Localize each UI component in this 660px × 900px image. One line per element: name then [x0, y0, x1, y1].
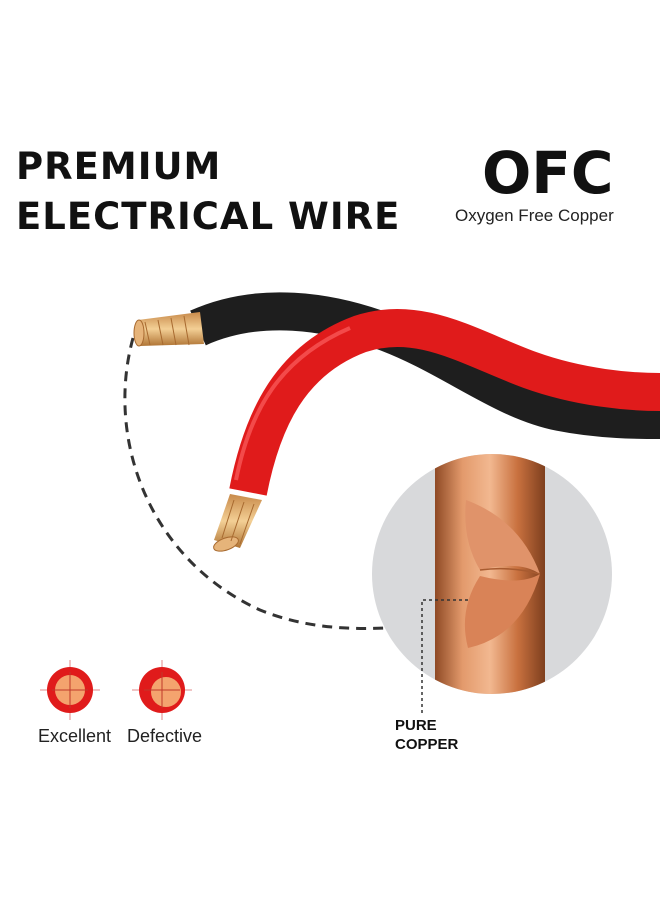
headline-line-2: ELECTRICAL WIRE	[16, 195, 401, 238]
excellent-cross-section-icon	[40, 660, 100, 720]
headline-line-1: PREMIUM	[16, 145, 222, 188]
ofc-title: OFC	[482, 139, 614, 207]
dashed-guide-line	[123, 337, 386, 630]
excellent-label: Excellent	[38, 726, 112, 746]
pure-copper-callout: PURE COPPER	[395, 716, 458, 754]
red-wire	[229, 308, 660, 496]
headline: PREMIUM ELECTRICAL WIRE	[16, 142, 400, 242]
black-wire-copper-strands	[133, 312, 204, 347]
magnifier-circle	[372, 454, 612, 694]
ofc-subtitle: Oxygen Free Copper	[455, 206, 614, 225]
callout-line-2: COPPER	[395, 736, 459, 753]
callout-line	[421, 599, 468, 714]
defective-label: Defective	[127, 726, 203, 746]
defective-cross-section-icon	[132, 660, 192, 720]
callout-line-1: PURE	[395, 717, 437, 734]
black-wire	[190, 292, 660, 439]
red-wire-copper-strands	[213, 494, 262, 552]
